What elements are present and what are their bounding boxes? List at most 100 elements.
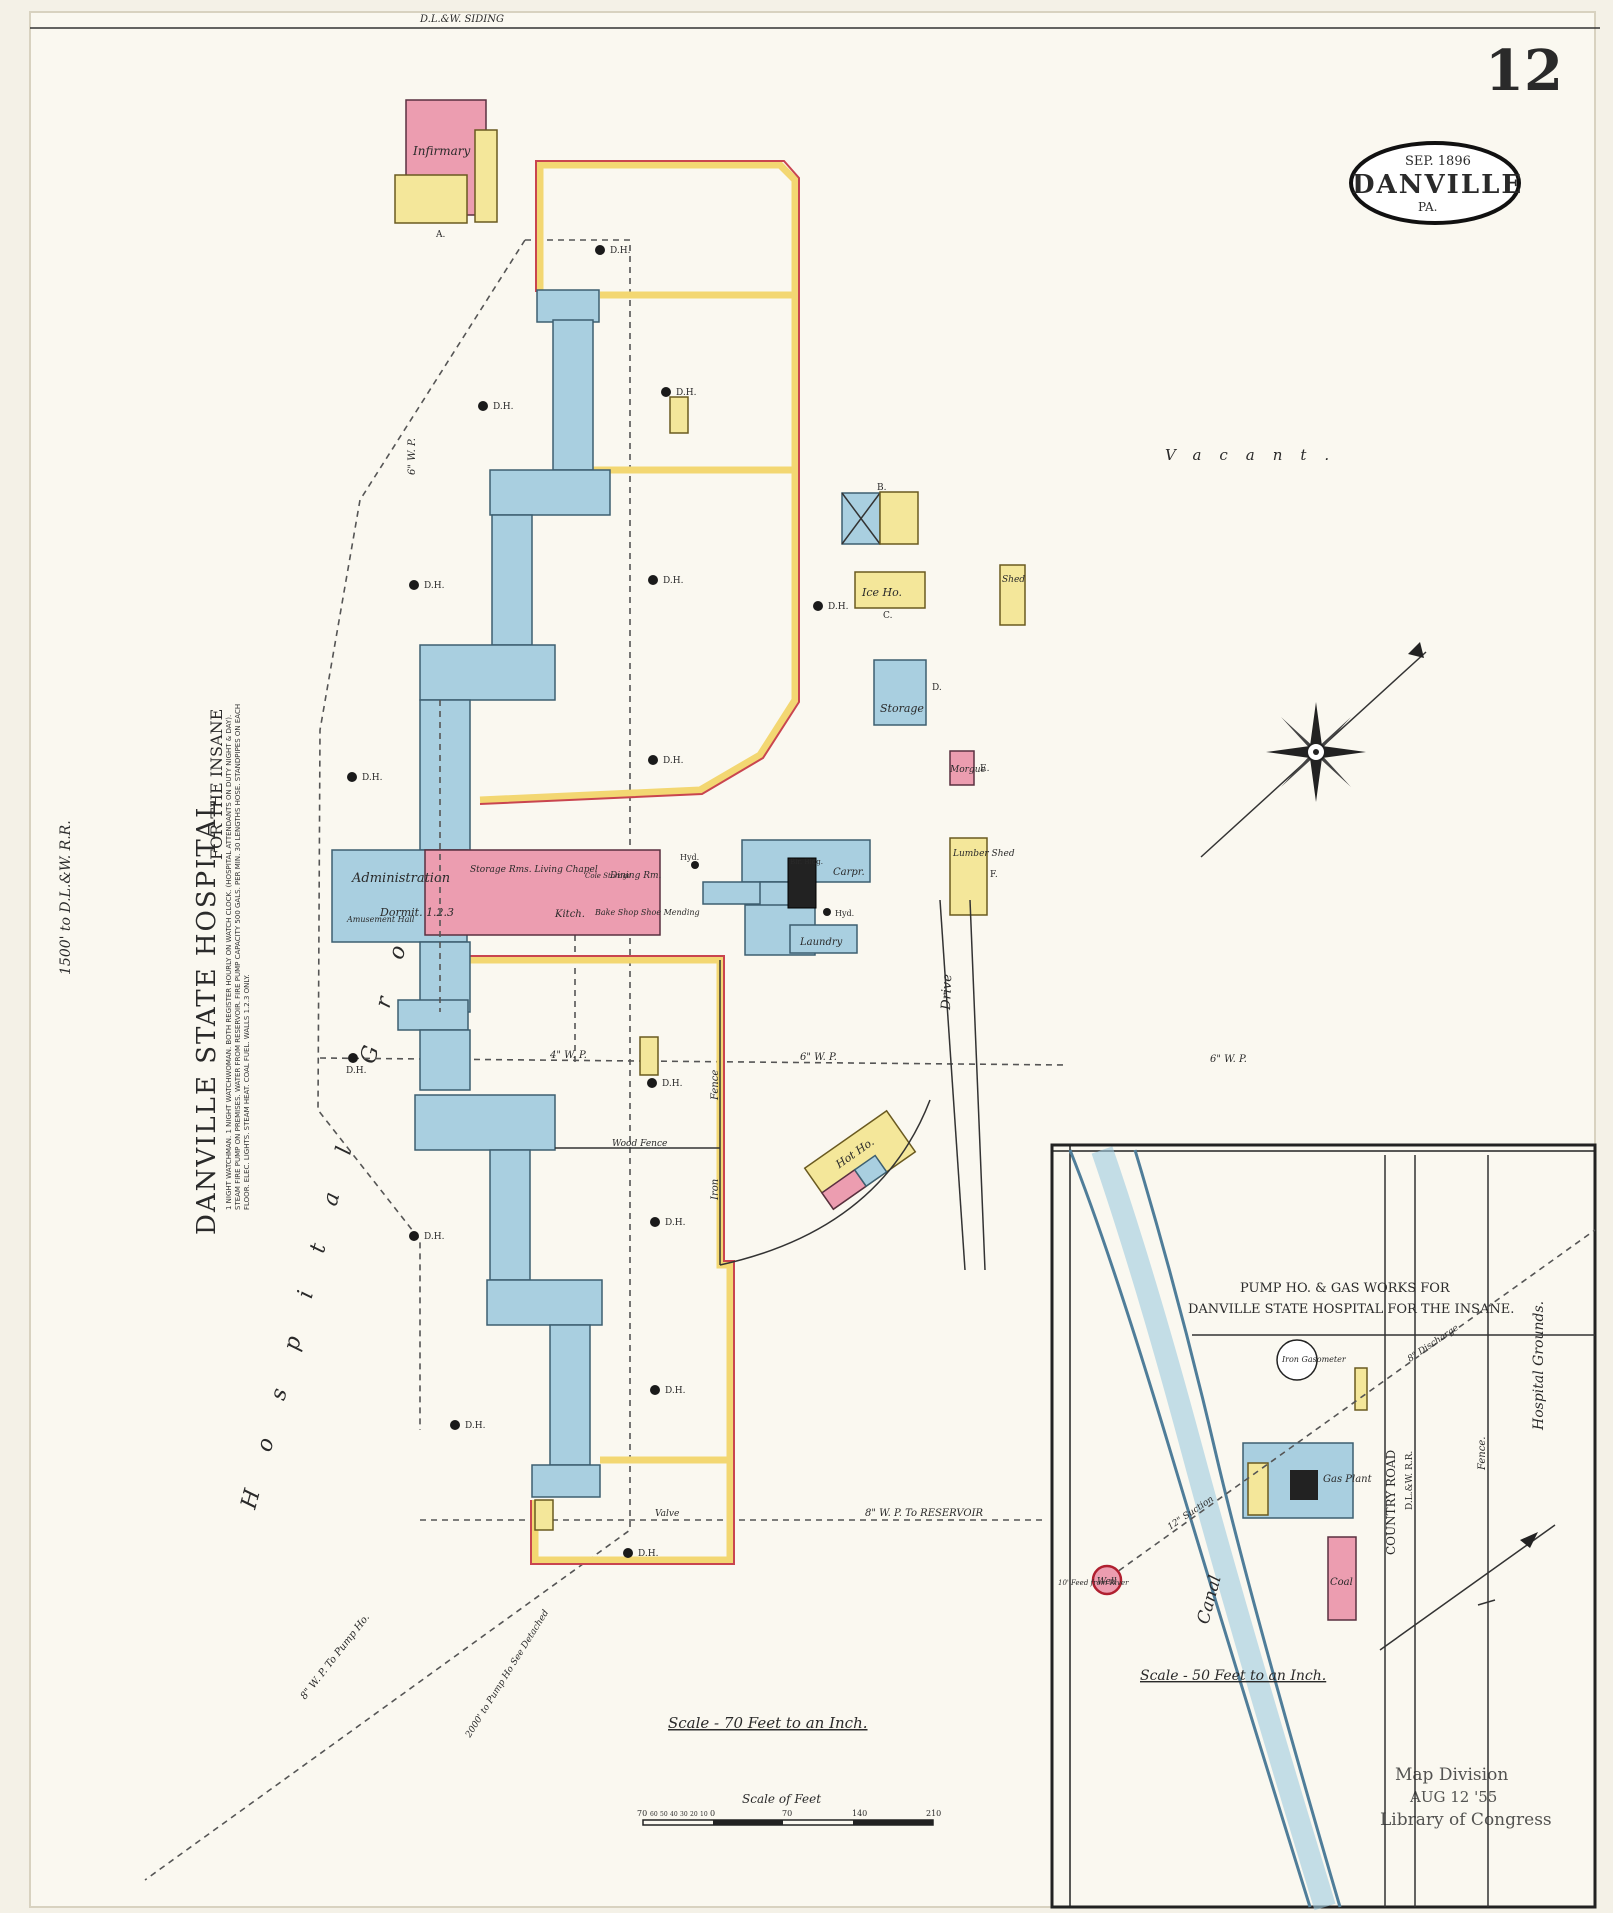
cole-storage-label: Cole Storage (585, 872, 631, 880)
hydrants: D.H. D.H. D.H. D.H. D.H. D.H. D.H. D.H. … (346, 245, 854, 1559)
town-name: DANVILLE (1352, 170, 1523, 200)
morgue-label: Morgue (949, 765, 986, 775)
coal-label: Coal (1330, 1577, 1353, 1588)
storage-label: Storage (880, 702, 924, 715)
dlw-rr-label: D.L.&W. R.R. (1405, 1451, 1415, 1510)
institution-suffix: FOR THE INSANE (207, 709, 226, 860)
hydrant-label: D.H. (610, 246, 631, 256)
gas-plant-label: Gas Plant (1323, 1474, 1373, 1485)
library-stamp: Map Division AUG 12 '55 Library of Congr… (1380, 1765, 1552, 1830)
ice-house-label: Ice Ho. (861, 586, 902, 599)
letter-a: A. (435, 230, 445, 240)
pipe-6wp-west: 6" W. P. (407, 438, 418, 475)
hydrant-label: D.H. (676, 388, 697, 398)
storage-rms-label: Storage Rms. Living Chapel (470, 865, 598, 875)
infirmary-label: Infirmary (412, 144, 470, 158)
scale-tick: 30 (680, 1811, 688, 1818)
scale-tick: 0 (710, 1809, 715, 1818)
compass-rose (1200, 642, 1427, 858)
scale-bar: Scale of Feet 70 60 50 40 30 20 10 0 70 … (637, 1792, 941, 1826)
vacant-label: Vacant. (1165, 446, 1347, 464)
notes-text: 1 NIGHT WATCHMAN. 1 NIGHT WATCHWOMAN. BO… (225, 703, 251, 1210)
drive: Drive Fence Iron Wood Fence Valve (555, 899, 986, 1519)
south-wing-end (531, 1464, 601, 1498)
feed-note: 10' Feed from River (1058, 1579, 1129, 1587)
hydrant-label: D.H. (424, 581, 445, 591)
hydrant-label: D.H. (828, 602, 849, 612)
pipe-reservoir-label: 8" W. P. To RESERVOIR (865, 1508, 984, 1519)
carpr-label: Carpr. (833, 867, 865, 878)
stamp-line2: AUG 12 '55 (1409, 1788, 1497, 1806)
stamp-line1: Map Division (1395, 1765, 1508, 1785)
hydrant-label: D.H. (663, 576, 684, 586)
dining-label: Dining Rm. (609, 871, 661, 881)
letter-e: E. (980, 764, 990, 774)
hyd-label: Hyd. (835, 909, 854, 918)
north-cross-wing (489, 469, 611, 516)
notes-block: 1 NIGHT WATCHMAN. 1 NIGHT WATCHWOMAN. BO… (225, 703, 251, 1210)
scale-tick: 210 (926, 1809, 941, 1818)
north-center-cross (419, 644, 556, 701)
gasometer-label: Iron Gasometer (1281, 1355, 1347, 1364)
pipe-6wp-label: 6" W. P. (800, 1052, 837, 1063)
title-cartouche: SEP. 1896 DANVILLE PA. (1349, 141, 1523, 225)
amusement-label: Amusement Hall (346, 915, 415, 924)
well-label: Well (1097, 1577, 1117, 1587)
drive-label: Drive (939, 973, 955, 1011)
country-road-label: COUNTRY ROAD (1384, 1450, 1398, 1555)
main-scale: Scale - 70 Feet to an Inch. (668, 1714, 868, 1732)
siding: D.L.&W. SIDING (30, 14, 1600, 29)
lumber-shed-label: Lumber Shed (952, 849, 1015, 859)
center-block (424, 849, 661, 936)
valve-label: Valve (655, 1509, 679, 1519)
south-cross-wing (414, 1094, 556, 1151)
scale-tick: 70 (782, 1809, 792, 1818)
scale-tick: 20 (690, 1811, 698, 1818)
inset-scale: Scale - 50 Feet to an Inch. (1140, 1668, 1326, 1684)
laundry-label: Laundry (799, 937, 843, 948)
siding-label: D.L.&W. SIDING (419, 14, 504, 25)
property-boundary (317, 239, 526, 1430)
north-arrow-icon (1408, 642, 1424, 658)
north-mid-wing (491, 514, 533, 646)
north-wing-top (536, 289, 600, 323)
state-name: PA. (1418, 200, 1437, 214)
scale-tick: 140 (852, 1809, 867, 1818)
boiler-label: Blr. Bldg. (790, 858, 823, 866)
hydrant-label: D.H. (662, 1079, 683, 1089)
admin-label: Administration (351, 871, 450, 886)
letter-c: C. (883, 611, 893, 621)
north-wing (552, 319, 594, 471)
laundry-complex: Blr. Bldg. Carpr. Laundry (702, 839, 871, 956)
kitch-label: Kitch. (554, 909, 585, 920)
scale-tick: 50 (660, 1811, 668, 1818)
inset-title-1: PUMP HO. & GAS WORKS FOR (1240, 1281, 1451, 1296)
hyd-label: Hyd. (680, 853, 699, 862)
inset-map: Canal COUNTRY ROAD D.L.&W. R.R. Fence. H… (1050, 1143, 1597, 1911)
fence-label: Fence (710, 1070, 721, 1101)
letter-d: D. (932, 683, 942, 693)
south-wing-2 (549, 1324, 591, 1466)
dormit-label: Dormit. 1.2.3 (379, 906, 454, 919)
scale-tick: 70 (637, 1809, 647, 1818)
bake-label: Bake Shop Shoe Mending (594, 908, 700, 917)
hydrant-label: D.H. (665, 1386, 686, 1396)
infirmary: Infirmary A. (394, 99, 498, 240)
scale-tick: 60 (650, 1811, 658, 1818)
center-north (419, 699, 471, 851)
scale-tick: 40 (670, 1811, 678, 1818)
hydrant-label: D.H. (665, 1218, 686, 1228)
inset-arrow-icon (1520, 1532, 1538, 1548)
institution-title: DANVILLE STATE HOSPITAL (192, 799, 222, 1235)
letter-f: F. (990, 870, 998, 880)
hydrant-label: D.H. (663, 756, 684, 766)
south-cross-2 (486, 1279, 603, 1326)
sheet-date: SEP. 1896 (1405, 154, 1471, 169)
iron-label: Iron (710, 1179, 721, 1201)
hydrant-label: D.H. (346, 1066, 367, 1076)
hospital-building: Administration Amusement Hall Dormit. 1.… (331, 289, 700, 1498)
hydrant-label: D.H. (362, 773, 383, 783)
shed-label: Shed (1002, 575, 1025, 585)
sheet-number: 12 (1485, 38, 1563, 104)
inset-grounds-label: Hospital Grounds. (1531, 1301, 1547, 1431)
